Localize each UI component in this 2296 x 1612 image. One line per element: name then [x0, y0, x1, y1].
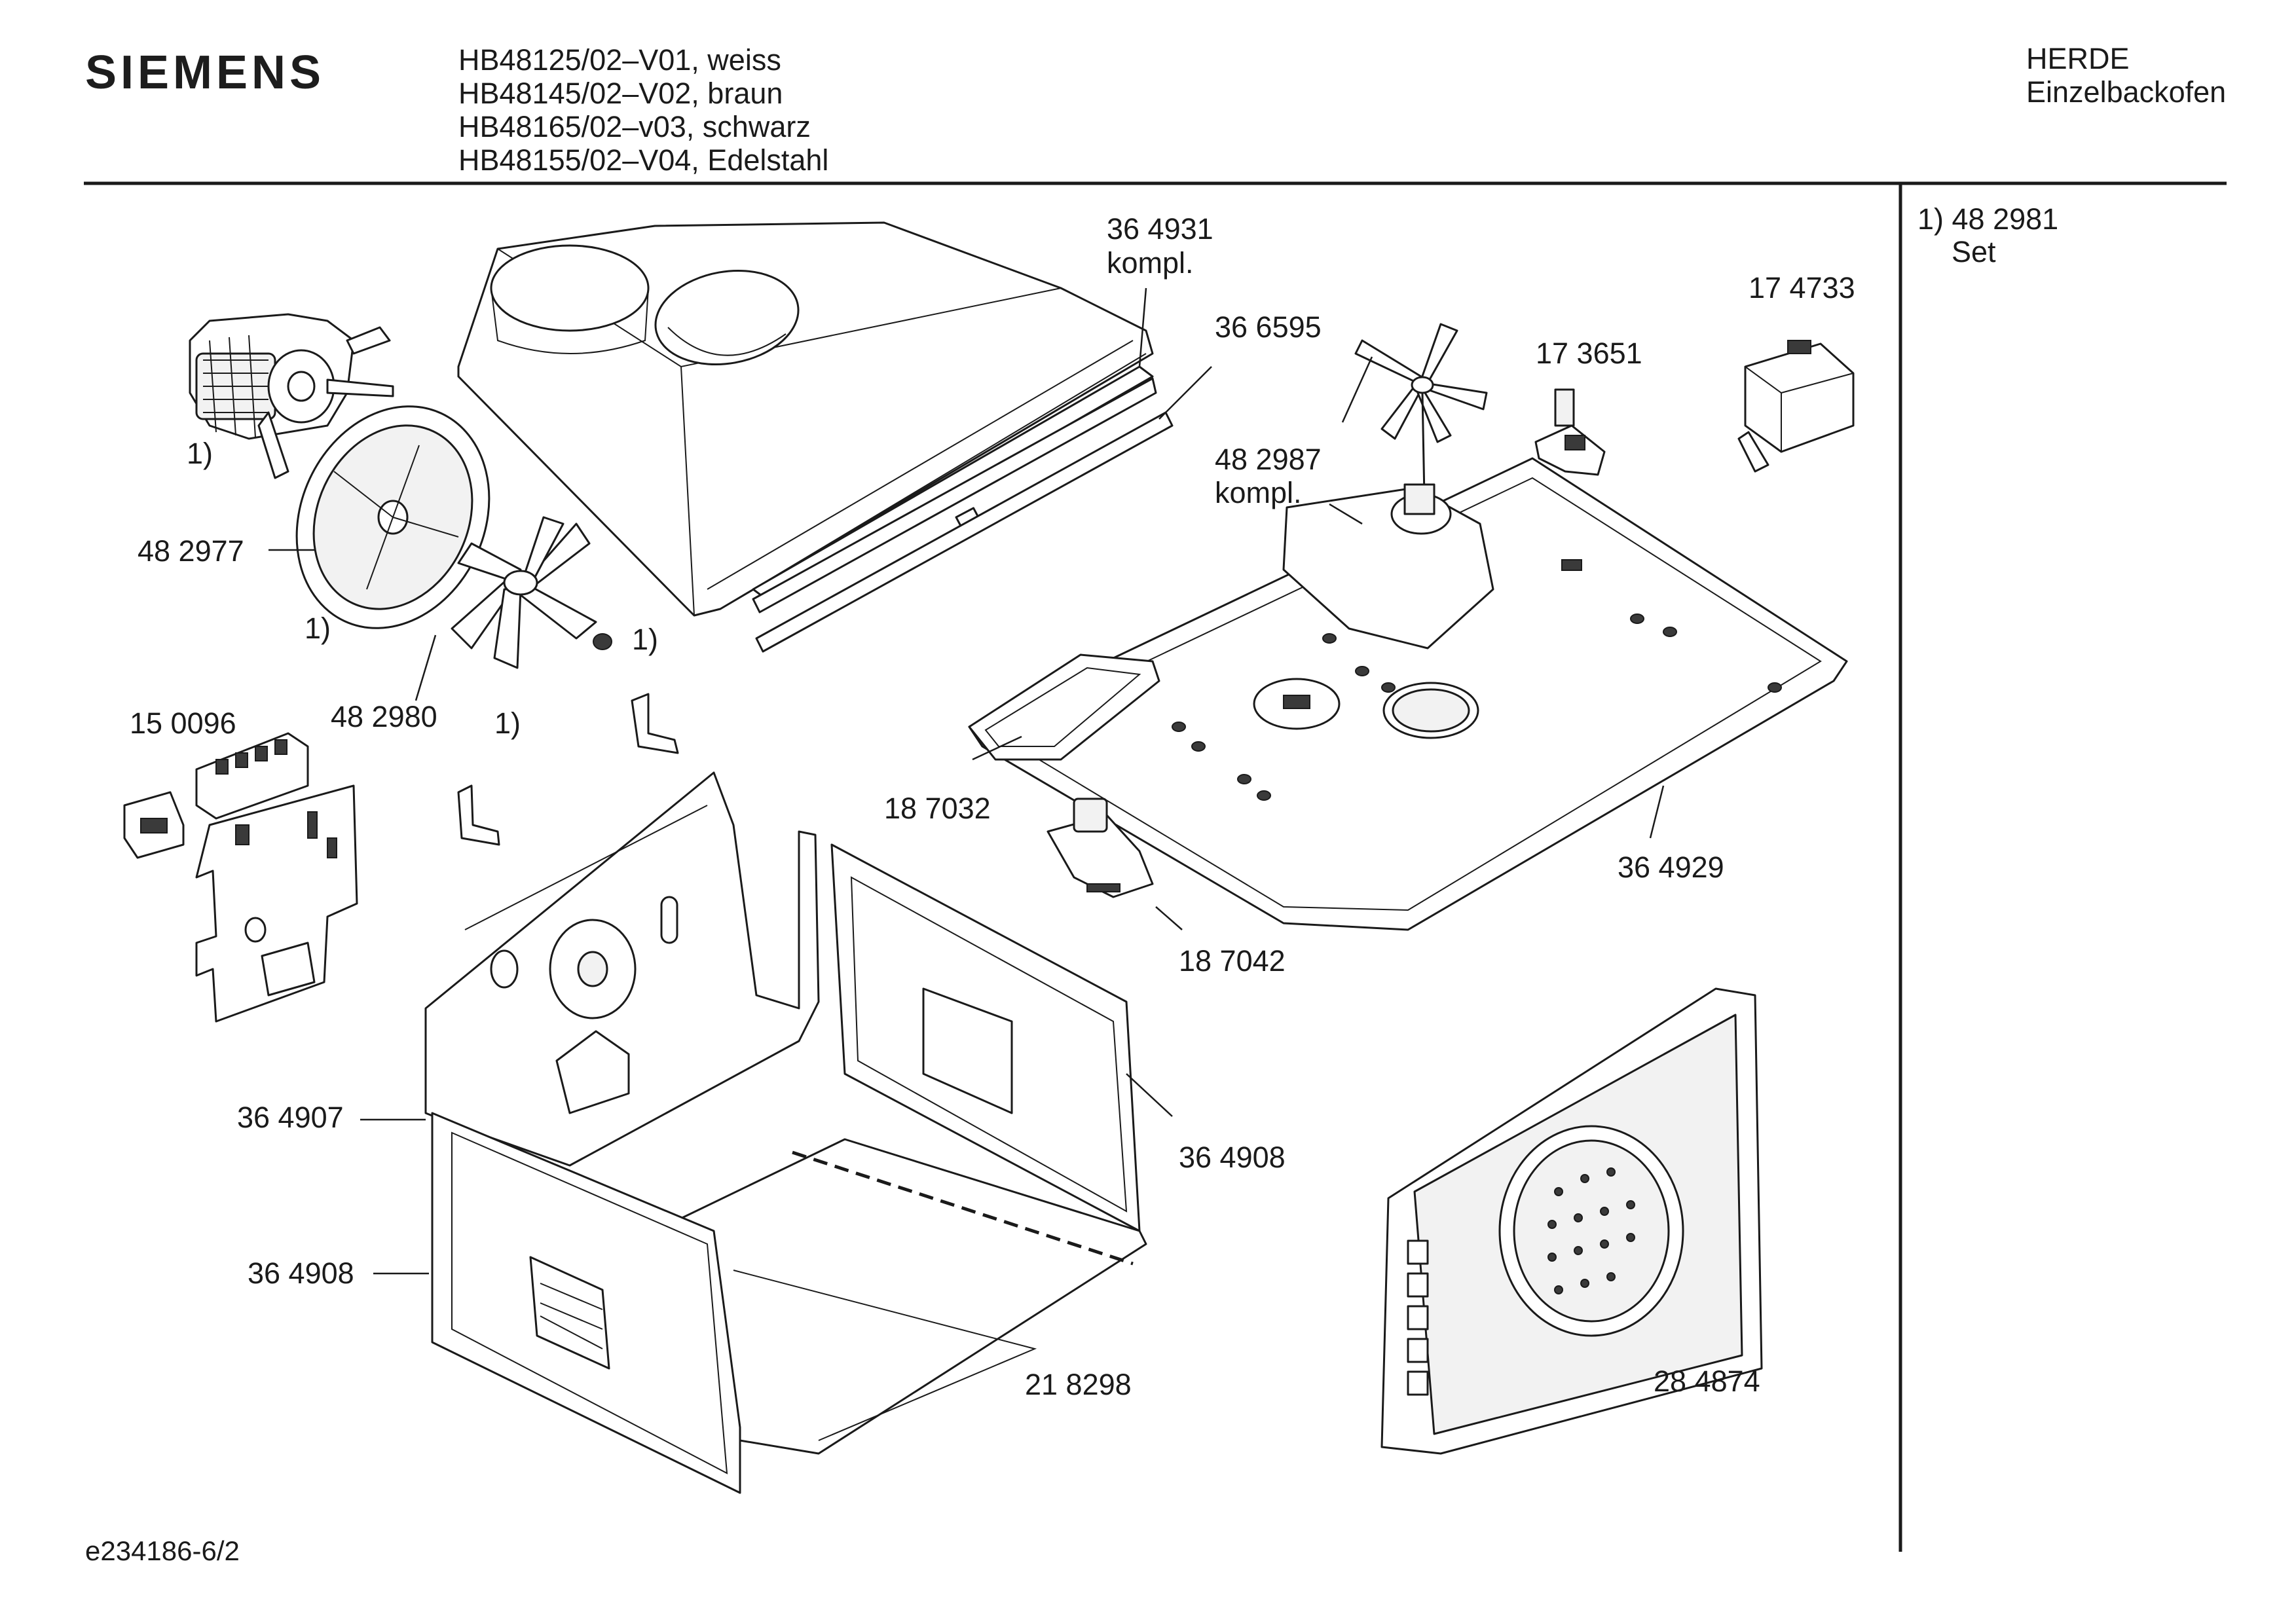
footnote-marker: 1) — [187, 437, 213, 470]
footnote-marker: 1) — [494, 706, 521, 740]
base-plate-part — [968, 457, 1848, 931]
oven-back-wall-part — [424, 771, 820, 1167]
footnote-ref: 1) 48 2981 — [1917, 202, 2059, 236]
part-label: 36 6595 — [1215, 310, 1322, 344]
part-label: 36 4908 — [248, 1256, 354, 1290]
part-label: 18 7042 — [1179, 944, 1286, 978]
model-line: HB48145/02–V02, braun — [458, 77, 783, 110]
oven-side-wall-right-part — [830, 843, 1141, 1232]
footnote-panel: 1) 48 2981 Set — [1917, 203, 2058, 268]
model-line: HB48125/02–V01, weiss — [458, 43, 781, 77]
front-panel-part — [1380, 987, 1763, 1455]
part-label: 28 4874 — [1654, 1365, 1760, 1398]
fan-cover-plate-part — [295, 405, 491, 629]
control-bracket-part — [195, 784, 358, 1023]
part-label: 15 0096 — [130, 706, 236, 740]
safety-switch-part — [1534, 388, 1606, 476]
part-label: 36 4908 — [1179, 1141, 1286, 1174]
part-labels: 36 4931 kompl. 36 6595 17 4733 17 3651 4… — [130, 212, 1855, 1401]
model-line: HB48155/02–V04, Edelstahl — [458, 143, 829, 177]
footnote-set: Set — [1952, 235, 1996, 268]
part-label: 36 4931 — [1107, 212, 1213, 246]
small-bracket-parts — [457, 693, 679, 846]
part-label: 21 8298 — [1025, 1368, 1132, 1401]
part-label: 48 2987 — [1215, 443, 1322, 476]
cover-rail-parts — [752, 365, 1174, 653]
model-list: HB48125/02–V01, weiss HB48145/02–V02, br… — [458, 43, 828, 177]
cooling-fan-blade-part — [1354, 323, 1488, 498]
part-label: kompl. — [1215, 476, 1302, 509]
category-line: HERDE — [2026, 42, 2130, 75]
fan-motor-part — [189, 313, 394, 479]
model-line: HB48165/02–v03, schwarz — [458, 110, 811, 143]
oven-side-wall-left-part — [431, 1112, 741, 1494]
part-label: 17 3651 — [1536, 337, 1642, 370]
category-line: Einzelbackofen — [2026, 75, 2227, 109]
part-label: 36 4907 — [237, 1101, 344, 1134]
part-label: 48 2977 — [138, 534, 244, 568]
transformer-part — [1737, 340, 1855, 473]
part-label: 18 7032 — [884, 792, 991, 825]
category: HERDE Einzelbackofen — [2026, 42, 2226, 109]
document-code: e234186-6/2 — [85, 1535, 240, 1566]
part-label: 48 2980 — [331, 700, 437, 733]
drip-tray-part — [968, 653, 1160, 761]
footnote-marker: 1) — [632, 623, 658, 656]
oven-floor-part — [654, 1138, 1147, 1455]
switch-block-part — [123, 732, 309, 859]
top-cover-part — [457, 221, 1154, 617]
part-label: kompl. — [1107, 246, 1194, 280]
leader-lines — [268, 287, 1665, 1275]
part-label: 36 4929 — [1618, 851, 1724, 884]
part-label: 17 4733 — [1749, 271, 1855, 304]
brand-logo: SIEMENS — [85, 46, 325, 99]
thermostat-part — [1046, 797, 1154, 898]
footnote-marker: 1) — [305, 612, 331, 645]
fan-wheel-part — [451, 516, 612, 669]
